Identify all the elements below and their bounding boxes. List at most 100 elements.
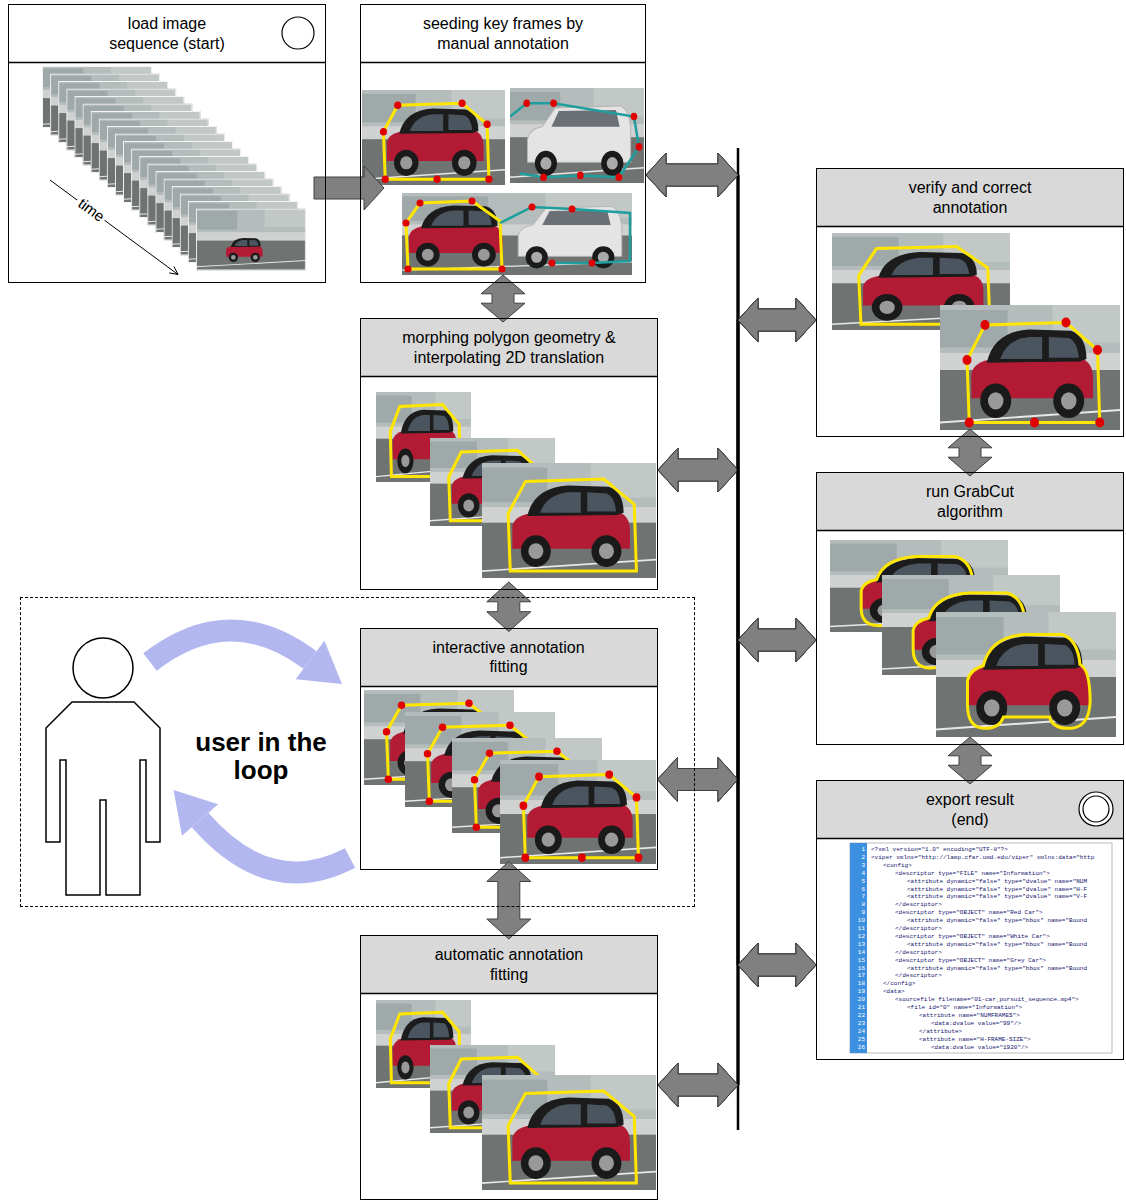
label-slot: 25: [850, 1036, 865, 1044]
line-number: 4: [850, 870, 865, 878]
block-arrow: [658, 1063, 738, 1107]
connector: [658, 943, 816, 1107]
line-number: 8: [850, 901, 865, 909]
connector: [646, 153, 816, 662]
block-arrow: [738, 618, 816, 662]
panel-heading-band: [361, 319, 657, 376]
line-number: 22: [850, 1012, 865, 1020]
start-symbol: [282, 17, 314, 49]
label-slot: <descriptor type="OBJECT" name="White Ca…: [895, 933, 1050, 941]
label-slot: <viper xmlns="http://lamp.cfar.umd.edu/v…: [871, 854, 1094, 862]
label-slot: <attribute dynamic="false" type="bbox" n…: [907, 917, 1087, 925]
code-line: <config>: [883, 862, 912, 870]
line-number: 19: [850, 988, 865, 996]
line-number: 25: [850, 1036, 865, 1044]
block-arrow: [738, 618, 816, 662]
label-slot: 10: [850, 917, 865, 925]
code-line: <descriptor type="OBJECT" name="White Ca…: [895, 933, 1050, 941]
image-sequence: [42, 66, 306, 271]
block-arrow: [658, 448, 738, 492]
feedback-arrow: [296, 641, 342, 684]
code-line: </descriptor>: [895, 925, 942, 933]
label-slot: 5: [850, 878, 865, 886]
panel-heading-band: [360, 686, 658, 688]
time-axis: [50, 180, 178, 275]
code-line: <attribute dynamic="false" type="dvalue"…: [907, 886, 1087, 894]
label-slot: <attribute name="NUMFRAMES">: [919, 1012, 1020, 1020]
label-slot: <attribute dynamic="false" type="dvalue"…: [907, 878, 1087, 886]
block-arrow: [738, 943, 816, 987]
label-slot: 26: [850, 1044, 865, 1052]
label-slot: <file id="0" name="Information">: [907, 1004, 1022, 1012]
line-number: 9: [850, 909, 865, 917]
code-line: <attribute name="H-FRAME-SIZE">: [919, 1036, 1031, 1044]
panel-heading-band: [360, 62, 646, 64]
block-arrow: [738, 618, 816, 662]
label-slot: <data:dvalue value="99"/>: [931, 1020, 1021, 1028]
block-arrow: [658, 448, 738, 492]
label-slot: <data>: [883, 988, 905, 996]
code-line: <?xml version="1.0" encoding="UTF-8"?>: [871, 846, 1008, 854]
code-panel: [850, 843, 1112, 1053]
panel-heading-band: [360, 376, 658, 378]
code-line: <attribute dynamic="false" type="bbox" n…: [907, 917, 1087, 925]
line-number: 2: [850, 854, 865, 862]
block-arrow: [658, 758, 739, 802]
code-line: <attribute name="NUMFRAMES">: [919, 1012, 1020, 1020]
label-slot: 19: [850, 988, 865, 996]
code-line: <data:dvalue value="1920"/>: [931, 1044, 1028, 1052]
line-number: 23: [850, 1020, 865, 1028]
block-arrow: [738, 943, 816, 987]
block-arrow: [658, 1063, 738, 1107]
panel-heading-band: [816, 838, 1124, 840]
line-number: 17: [850, 972, 865, 980]
block-arrow: [738, 298, 816, 342]
video-frame: [362, 90, 505, 185]
video-frame: [482, 463, 656, 578]
code-line: </descriptor>: [895, 972, 942, 980]
line-number: 14: [850, 949, 865, 957]
line-number: 26: [850, 1044, 865, 1052]
image-sequence: [196, 209, 306, 271]
line-number: 7: [850, 893, 865, 901]
panel-heading: verify and correct annotation: [817, 169, 1123, 226]
block-arrow: [738, 298, 816, 342]
label-slot: </descriptor>: [895, 949, 942, 957]
code-line: </attribute>: [919, 1028, 962, 1036]
code-line: <attribute dynamic="false" type="dvalue"…: [907, 893, 1087, 901]
feedback-arrow: [150, 630, 310, 662]
block-arrow: [738, 298, 816, 342]
label-slot: 22: [850, 1012, 865, 1020]
block-arrow: [738, 943, 816, 987]
label-slot: 12: [850, 933, 865, 941]
line-number: 5: [850, 878, 865, 886]
label-slot: 16: [850, 965, 865, 973]
label-slot: </config>: [883, 980, 915, 988]
start-symbol: [282, 17, 314, 49]
panel-heading-band: [361, 629, 657, 686]
label-slot: </descriptor>: [895, 972, 942, 980]
block-arrow: [658, 448, 738, 492]
connector: [314, 166, 384, 210]
panel-heading-band: [816, 530, 1124, 532]
video-frame: [402, 193, 632, 275]
block-arrow: [658, 1063, 738, 1107]
label-slot: 23: [850, 1020, 865, 1028]
image-sequence: [226, 238, 263, 262]
label-slot: 6: [850, 886, 865, 894]
connector: [658, 298, 816, 1107]
panel-heading-band: [817, 781, 1123, 838]
panel-heading: load image sequence (start): [9, 5, 325, 62]
panel-heading: run GrabCut algorithm: [817, 473, 1123, 530]
label-slot: 8: [850, 901, 865, 909]
panel-heading: export result (end): [817, 781, 1123, 838]
label-slot: <descriptor type="OBJECT" name="Grey Car…: [895, 957, 1046, 965]
label-slot: <data:dvalue value="1920"/>: [931, 1044, 1028, 1052]
label-slot: 7: [850, 893, 865, 901]
label-slot: <descriptor type="FILE" name="Informatio…: [895, 870, 1050, 878]
panel-heading: interactive annotation fitting: [361, 629, 657, 686]
label-slot: 24: [850, 1028, 865, 1036]
line-number: 20: [850, 996, 865, 1004]
label-slot: <attribute dynamic="false" type="dvalue"…: [907, 886, 1087, 894]
code-line: <viper xmlns="http://lamp.cfar.umd.edu/v…: [871, 854, 1094, 862]
